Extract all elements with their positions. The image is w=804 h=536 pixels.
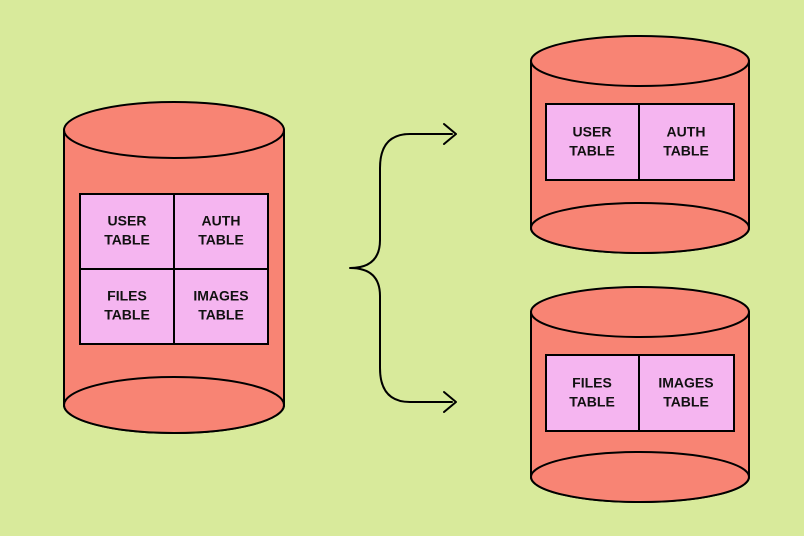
source-table-files-line1: FILES [107, 288, 147, 304]
split-connector [349, 123, 457, 413]
source-table-auth: AUTH TABLE [173, 193, 269, 270]
source-table-files: FILES TABLE [79, 268, 175, 345]
shard-database-bottom: FILES TABLE IMAGES TABLE [530, 286, 750, 503]
shard-bottom-top [530, 286, 750, 338]
shard-bottom-table-images: IMAGES TABLE [638, 354, 735, 432]
shard-top-table-auth: AUTH TABLE [638, 103, 735, 181]
shard-top-table-user: USER TABLE [545, 103, 640, 181]
shard-top-bottom-edge [530, 202, 750, 254]
source-table-images-line2: TABLE [198, 307, 244, 323]
shard-bottom-table-files-line2: TABLE [569, 394, 615, 410]
split-curly-brace [349, 133, 453, 403]
shard-bottom-bottom-edge [530, 451, 750, 503]
arrow-head-bottom-icon [443, 391, 457, 413]
shard-bottom-table-images-line1: IMAGES [658, 375, 713, 391]
shard-database-top: USER TABLE AUTH TABLE [530, 35, 750, 254]
source-database: USER TABLE AUTH TABLE FILES TABLE IMAGES… [63, 101, 285, 434]
shard-top-top [530, 35, 750, 87]
shard-bottom-table-files: FILES TABLE [545, 354, 640, 432]
shard-top-table-auth-line2: TABLE [663, 143, 709, 159]
shard-bottom-table-images-line2: TABLE [663, 394, 709, 410]
source-table-auth-line1: AUTH [202, 213, 241, 229]
source-database-bottom-edge [63, 376, 285, 434]
source-table-user-line2: TABLE [104, 232, 150, 248]
source-table-files-line2: TABLE [104, 307, 150, 323]
source-table-user: USER TABLE [79, 193, 175, 270]
source-database-top [63, 101, 285, 159]
source-table-images-line1: IMAGES [193, 288, 248, 304]
source-table-user-line1: USER [108, 213, 147, 229]
shard-top-table-auth-line1: AUTH [667, 124, 706, 140]
shard-bottom-table-files-line1: FILES [572, 375, 612, 391]
source-table-auth-line2: TABLE [198, 232, 244, 248]
arrow-head-top-icon [443, 123, 457, 145]
shard-top-table-user-line1: USER [573, 124, 612, 140]
shard-top-table-user-line2: TABLE [569, 143, 615, 159]
source-table-images: IMAGES TABLE [173, 268, 269, 345]
